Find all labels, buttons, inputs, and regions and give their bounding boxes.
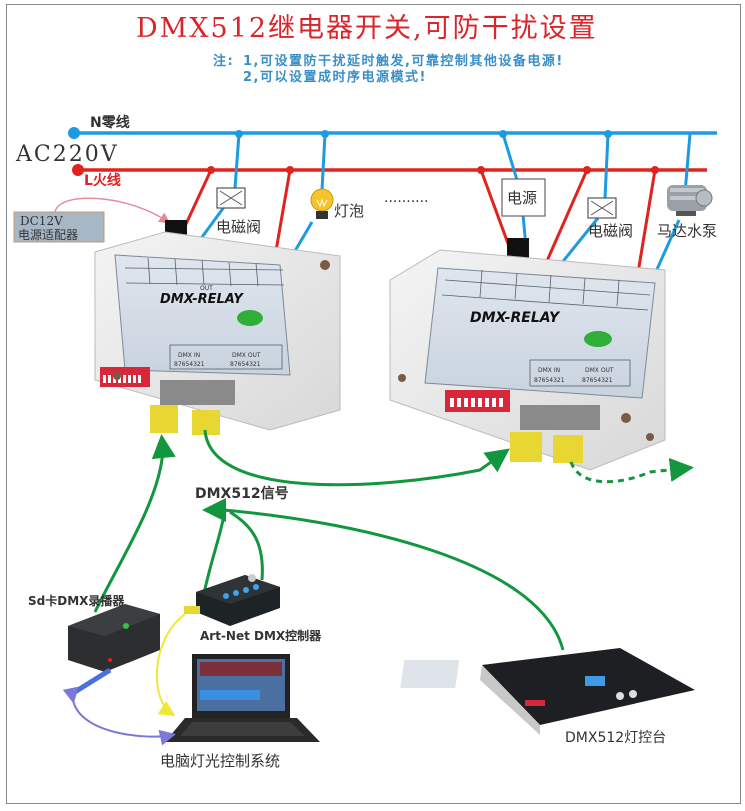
adapter-label-line1: DC12V [20, 214, 63, 228]
more-devices-ellipsis: ·········· [384, 194, 429, 210]
console-label: DMX512灯控台 [565, 730, 666, 746]
dmx-port-housing [160, 380, 235, 405]
note-line-2: 2,可以设置成时序电源模式! [243, 69, 427, 85]
neutral-label: N零线 [90, 114, 130, 131]
svg-text:OUT: OUT [200, 285, 213, 292]
solenoid-left-label: 电磁阀 [216, 218, 261, 236]
relay-device-right: DMX-RELAY DMX IN DMX OUT 87654321 876543… [389, 238, 666, 471]
dmx-out-right-connector-icon [553, 435, 583, 463]
svg-text:87654321: 87654321 [230, 361, 261, 368]
usb-cable [68, 667, 112, 698]
svg-text:87654321: 87654321 [534, 377, 565, 384]
artnet-link-arrow [155, 613, 186, 717]
laptop-pc-icon [165, 654, 320, 742]
svg-text:87654321: 87654321 [582, 377, 613, 384]
qc-badge-right-icon [584, 331, 612, 347]
svg-text:DMX OUT: DMX OUT [232, 352, 261, 359]
artnet-controller-icon [184, 574, 280, 626]
motor-pump-label: 马达水泵 [657, 222, 717, 240]
light-bulb-icon [310, 188, 334, 219]
dmx-signal-label: DMX512信号 [195, 485, 289, 502]
svg-text:DMX IN: DMX IN [178, 352, 200, 359]
power-box-icon [501, 178, 546, 217]
dmx-in-connector-icon [150, 405, 178, 433]
svg-text:DMX IN: DMX IN [538, 367, 560, 374]
relay-right-name: DMX-RELAY [470, 310, 561, 326]
note-prefix: 注: [213, 53, 234, 69]
solenoid-right-label: 电磁阀 [588, 222, 633, 240]
neutral-terminal-icon [68, 127, 80, 139]
page-title: DMX512继电器开关,可防干扰设置 [136, 13, 598, 44]
voltage-label: AC220V [15, 142, 119, 167]
power-box-label: 电源 [507, 189, 537, 207]
live-terminal-icon [72, 164, 84, 176]
bulb-label: 灯泡 [334, 202, 364, 220]
adapter-label-line2: 电源适配器 [18, 228, 78, 242]
relay-left-name: DMX-RELAY [160, 292, 244, 307]
pc-label: 电脑灯光控制系统 [160, 752, 280, 770]
usb-link-arrow [62, 686, 176, 746]
solenoid-valve-left-icon [216, 187, 246, 209]
adapter-label-box [13, 211, 105, 243]
dmx-lighting-console-icon [400, 648, 695, 735]
adapter-arrow [54, 197, 171, 224]
dmx-in-right-connector-icon [510, 432, 542, 462]
svg-text:DMX OUT: DMX OUT [585, 367, 614, 374]
sd-card-dmx-player-icon [68, 604, 160, 672]
artnet-label: Art-Net DMX控制器 [200, 628, 322, 643]
sd-player-label: Sd卡DMX录播器 [28, 593, 125, 608]
relay-device-left: DMX-RELAY OUT DMX IN DMX OUT 87654321 87… [94, 220, 341, 435]
qc-badge-icon [237, 310, 263, 326]
live-label: L火线 [84, 172, 121, 189]
motor-pump-icon [667, 185, 713, 216]
solenoid-valve-right-icon [587, 197, 617, 219]
note-line-1: 1,可设置防干扰延时触发,可靠控制其他设备电源! [243, 53, 564, 69]
svg-text:87654321: 87654321 [174, 361, 205, 368]
